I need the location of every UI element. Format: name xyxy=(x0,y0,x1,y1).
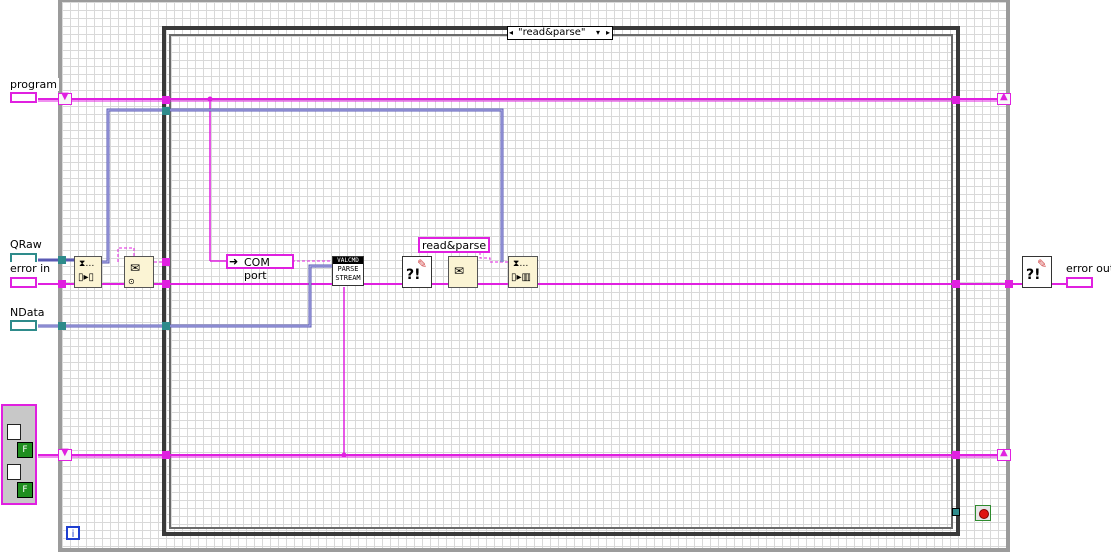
tunnel-error-in[interactable] xyxy=(58,280,66,288)
case-tunnel-stop-in[interactable] xyxy=(162,451,170,459)
error-in-label: error in xyxy=(9,262,52,275)
shift-register-left-bottom[interactable]: ▼ xyxy=(58,447,72,461)
case-tunnel-queue[interactable] xyxy=(162,107,170,115)
shift-register-right-top[interactable]: ▲ xyxy=(997,91,1011,105)
error-out-label: error out xyxy=(1065,262,1111,275)
program-state-label: program s xyxy=(9,78,59,91)
case-selector[interactable]: ◂ "read&parse" ▾ ▸ xyxy=(507,26,613,40)
unbundle-node[interactable]: ✉ ⊙ xyxy=(124,256,154,288)
subvi-banner: VALCMD xyxy=(333,257,363,264)
case-tunnel-stop-out[interactable] xyxy=(952,451,960,459)
case-tunnel-queue-in[interactable] xyxy=(162,258,170,266)
case-structure-diagram xyxy=(169,34,953,529)
com-port-label: COM port xyxy=(244,256,270,282)
read-parse-constant[interactable]: read&parse xyxy=(418,237,491,253)
file-icon xyxy=(7,464,21,480)
dequeue-element-node[interactable]: ⧗… ▯▸▯ xyxy=(74,256,102,288)
envelope-icon: ✉ xyxy=(454,264,465,278)
eraser-icon: ✎ xyxy=(417,257,428,271)
stop-condition-terminal[interactable] xyxy=(975,505,991,521)
tunnel-ndata[interactable] xyxy=(58,322,66,330)
boolean-false-icon: F xyxy=(17,442,33,458)
shift-register-left-top[interactable]: ▼ xyxy=(58,91,72,105)
increment-case-icon[interactable]: ▸ xyxy=(606,28,611,37)
com-port-constant[interactable]: ➜ COM port xyxy=(226,254,294,282)
iteration-terminal[interactable] xyxy=(952,508,960,516)
case-tunnel-error-out[interactable] xyxy=(952,280,960,288)
ndata-label: NData xyxy=(9,306,46,319)
subvi-line1: PARSE xyxy=(337,265,359,273)
boolean-cluster-constant[interactable]: F F xyxy=(1,404,37,505)
clear-errors-node[interactable]: ?! ✎ xyxy=(402,256,432,288)
case-tunnel-state-out[interactable] xyxy=(952,96,960,104)
hourglass-icon: ⧗… xyxy=(513,259,529,269)
clear-errors-node-outer[interactable]: ?! ✎ xyxy=(1022,256,1052,288)
case-tunnel-state-in[interactable] xyxy=(162,96,170,104)
loop-info-icon: i xyxy=(66,526,80,540)
question-icon: ?! xyxy=(1026,267,1041,283)
small-dot-icon: ⊙ xyxy=(128,277,135,286)
program-state-terminal[interactable] xyxy=(10,92,37,103)
decrement-case-icon[interactable]: ◂ xyxy=(509,28,514,37)
boolean-false-icon: F xyxy=(17,482,33,498)
arrow-icon: ➜ xyxy=(229,255,239,268)
eraser-icon: ✎ xyxy=(1037,257,1048,271)
shift-register-right-bottom[interactable]: ▲ xyxy=(997,447,1011,461)
subvi-line2: STREAM xyxy=(335,274,361,282)
case-tunnel-error-in[interactable] xyxy=(162,280,170,288)
case-tunnel-ndata[interactable] xyxy=(162,322,170,330)
enqueue-element-node[interactable]: ⧗… ▯▸▥ xyxy=(508,256,538,288)
case-dropdown-icon[interactable]: ▾ xyxy=(596,28,601,37)
envelope-icon: ✉ xyxy=(130,261,141,275)
queue-icon: ▯▸▥ xyxy=(511,272,531,283)
bundle-node[interactable]: ✉ xyxy=(448,256,478,288)
ndata-terminal[interactable] xyxy=(10,320,37,331)
case-selector-label: "read&parse" xyxy=(518,27,586,38)
parse-stream-subvi[interactable]: VALCMD PARSE STREAM xyxy=(332,256,364,286)
file-icon xyxy=(7,424,21,440)
tunnel-qraw[interactable] xyxy=(58,256,66,264)
hourglass-icon: ⧗… xyxy=(79,259,95,269)
question-icon: ?! xyxy=(406,267,421,283)
error-out-terminal[interactable] xyxy=(1066,277,1093,288)
queue-icon: ▯▸▯ xyxy=(78,272,95,283)
loop-tunnel-error-out[interactable] xyxy=(1005,280,1013,288)
stop-icon xyxy=(979,509,989,519)
error-in-terminal[interactable] xyxy=(10,277,37,288)
qraw-label: QRaw xyxy=(9,238,43,251)
